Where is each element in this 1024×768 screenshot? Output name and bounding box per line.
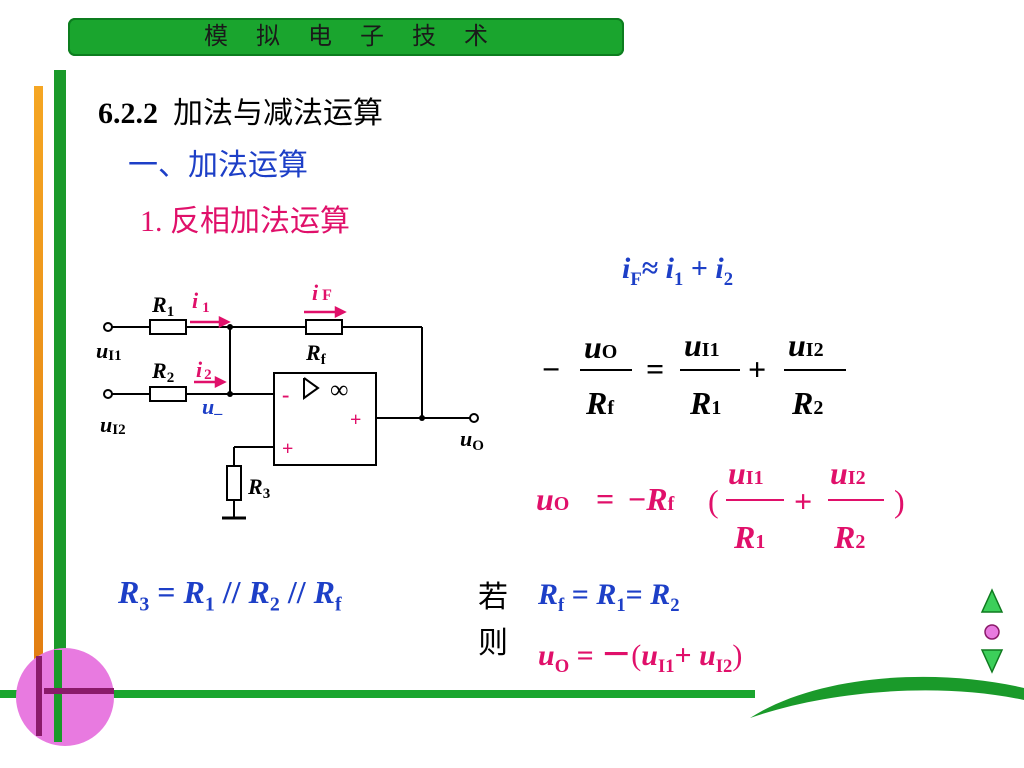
svg-text:uO: uO: [536, 481, 569, 517]
opamp-output-plus: +: [350, 409, 361, 431]
circle-bar-2: [54, 650, 62, 742]
left-orange-bar: [34, 86, 43, 726]
title-bar: [68, 18, 624, 56]
label-uminus: u–: [202, 394, 223, 422]
label-uO: uO: [460, 426, 484, 454]
svg-text:+: +: [748, 351, 766, 387]
sub-subsection-heading: 1. 反相加法运算: [140, 205, 350, 238]
svg-text:R2: R2: [791, 385, 823, 421]
circle-bar-3: [44, 688, 114, 694]
nav-down-arrow[interactable]: [980, 648, 1004, 674]
opamp-minus-sign: -: [282, 382, 289, 407]
svg-text:R2: R2: [833, 519, 865, 555]
label-R2: R2: [151, 358, 174, 386]
svg-text:uI2: uI2: [788, 327, 824, 363]
subsection-heading: 一、加法运算: [128, 149, 308, 182]
current-equation: iF≈ i1 + i2: [622, 252, 734, 290]
section-heading: 6.2.2 加法与减法运算: [98, 88, 383, 132]
condition-equation: Rf = R1= R2: [538, 578, 680, 616]
svg-text:−: −: [542, 351, 560, 387]
svg-text:=: =: [596, 481, 614, 517]
condition-then-label: 则: [478, 627, 508, 660]
label-uI1: uI1: [96, 338, 122, 364]
svg-text:Rf: Rf: [585, 385, 614, 421]
condition-labels: 若 则: [478, 575, 508, 667]
svg-text:=: =: [646, 351, 664, 387]
opamp-plus-sign: +: [282, 438, 293, 460]
node-current-equation: − uO Rf = uI1 R1 + uI2 R2: [542, 327, 846, 421]
svg-text:uI1: uI1: [728, 455, 764, 491]
svg-text:uI1: uI1: [684, 327, 720, 363]
bottom-right-swoosh: [750, 676, 1024, 718]
svg-text:R1: R1: [689, 385, 721, 421]
opamp-infinity: ∞: [330, 375, 349, 404]
nav-up-arrow[interactable]: [980, 588, 1004, 614]
svg-text:−Rf: −Rf: [628, 481, 675, 517]
left-green-bar: [54, 70, 66, 710]
balance-resistor-equation: R3 = R1 // R2 // Rf: [118, 574, 342, 616]
nav-home-dot[interactable]: [982, 622, 1002, 642]
condition-if-label: 若: [478, 581, 508, 614]
svg-text:uI2: uI2: [830, 455, 866, 491]
label-R1: R1: [151, 292, 174, 320]
label-R3: R3: [247, 474, 270, 502]
heading-number: 6.2.2: [98, 97, 158, 130]
label-Rf: Rf: [305, 340, 327, 368]
svg-text:(: (: [708, 483, 719, 519]
svg-text:): ): [894, 483, 905, 519]
svg-text:+: +: [794, 483, 812, 519]
bottom-pink-circle: [16, 648, 114, 746]
svg-text:R1: R1: [733, 519, 765, 555]
condition-result-equation: uO = －(uI1+ uI2): [538, 639, 743, 677]
svg-text:uO: uO: [584, 329, 617, 365]
heading-title: 加法与减法运算: [173, 97, 383, 130]
circle-bar-1: [36, 656, 42, 736]
label-uI2: uI2: [100, 412, 126, 438]
bottom-green-line: [0, 690, 755, 698]
title-bar-text: 模拟电子技术: [204, 24, 516, 50]
output-voltage-equation: uO = −Rf ( uI1 R1 + uI2 R2 ): [536, 455, 905, 555]
